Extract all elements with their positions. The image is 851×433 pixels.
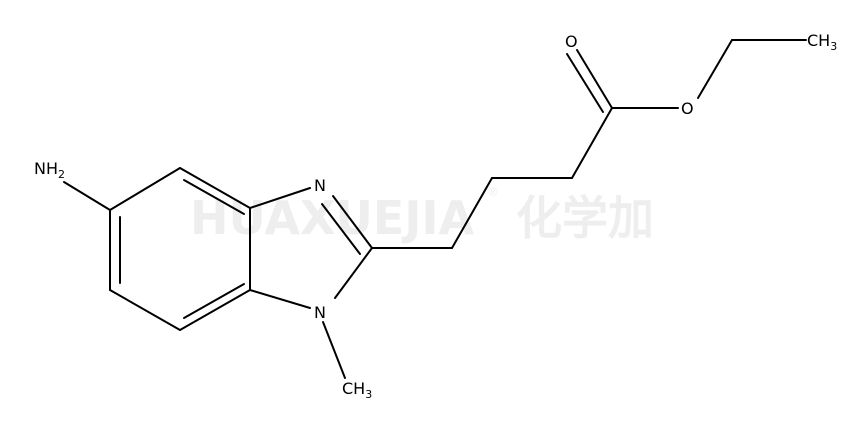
bond-c7a-n3 bbox=[249, 187, 311, 209]
imine-nitrogen-label: N bbox=[314, 176, 326, 195]
watermark-registered-mark: ® bbox=[487, 185, 499, 199]
bond-n1-c3a bbox=[249, 289, 311, 309]
bond-ca-cb bbox=[451, 177, 493, 249]
bond-c4-c5 bbox=[109, 289, 181, 331]
ethyl-methyl-label: CH3 bbox=[807, 31, 837, 53]
watermark: HUAXUEJIA ® 化学加 bbox=[190, 185, 654, 245]
bond-c6-nh2 bbox=[63, 181, 111, 211]
bond-carbonyl-o-double bbox=[566, 53, 604, 113]
carbonyl-oxygen-label: O bbox=[565, 32, 578, 51]
amine-label: NH2 bbox=[34, 159, 65, 181]
atom-labels: NH2 N N CH3 O O CH3 bbox=[34, 31, 837, 401]
bond-ester-o-ch2 bbox=[697, 39, 733, 99]
watermark-cjk-text: 化学加 bbox=[516, 191, 654, 245]
ester-oxygen-label: O bbox=[681, 99, 694, 118]
bond-c6-c7 bbox=[109, 167, 181, 211]
bonds bbox=[63, 39, 807, 379]
bond-c2-n1 bbox=[334, 247, 373, 299]
bond-c7-c7a-double bbox=[183, 179, 245, 215]
bond-c7-c7a bbox=[179, 167, 251, 209]
bond-cc-carbonyl bbox=[571, 107, 613, 179]
bond-n3-c2 bbox=[332, 195, 373, 249]
bond-carbonyl-o bbox=[576, 49, 613, 109]
bond-c3a-c4-double bbox=[183, 283, 245, 319]
bond-n3-c2-double bbox=[321, 203, 361, 255]
n-methyl-label: CH3 bbox=[342, 379, 372, 401]
bond-n1-methyl bbox=[322, 321, 346, 379]
ring-nitrogen-label: N bbox=[314, 303, 326, 322]
bond-c3a-c4 bbox=[179, 289, 251, 331]
